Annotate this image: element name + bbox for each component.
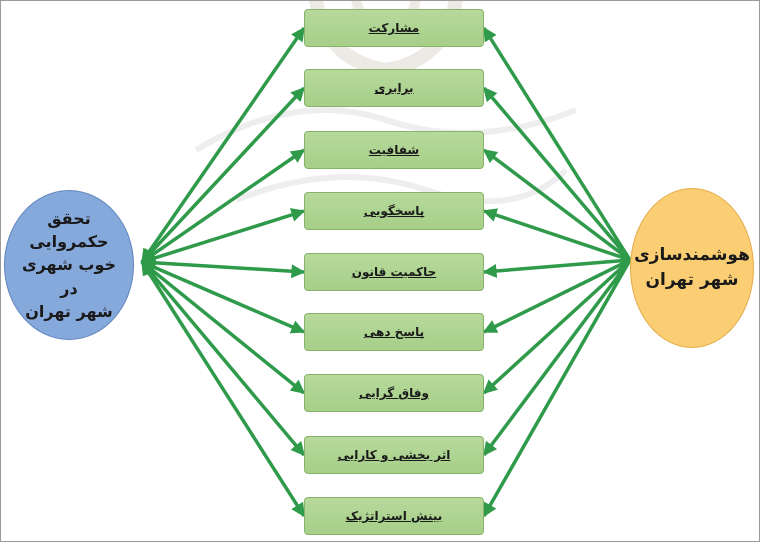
right-connector-arrow xyxy=(482,86,632,262)
node-transparency: شفافیت xyxy=(304,131,484,169)
left-connector-arrow xyxy=(140,260,306,518)
left-connector-arrow xyxy=(140,148,306,264)
node-accountability: پاسخگویی xyxy=(304,192,484,230)
node-label: حاکمیت قانون xyxy=(351,265,437,279)
node-strategic-vision: بینش استراتژیک xyxy=(304,497,484,535)
node-participation: مشارکت xyxy=(304,9,484,47)
right-connector-arrow xyxy=(482,258,631,278)
right-connector-arrow xyxy=(482,148,632,262)
goal-line-2: حکمروایی xyxy=(29,232,109,252)
right-connector-arrow xyxy=(482,258,632,457)
node-effectiveness: اثر بخشی و کارایی xyxy=(304,436,484,474)
left-connector-arrow xyxy=(140,260,306,457)
right-connector-arrow xyxy=(482,208,631,262)
node-label: پاسخگویی xyxy=(363,204,425,218)
right-connector-arrow xyxy=(482,259,632,518)
left-connector-arrow xyxy=(140,26,306,264)
right-connector-arrow xyxy=(482,258,631,334)
node-label: وفاق گرایی xyxy=(359,386,429,400)
smart-city-line-1: هوشمندسازی xyxy=(634,245,750,266)
left-connector-arrow xyxy=(140,260,306,395)
right-connector-arrow xyxy=(482,258,632,395)
goal-line-3: خوب شهری در xyxy=(21,255,117,298)
node-label: مشارکت xyxy=(368,21,420,35)
node-label: بینش استراتژیک xyxy=(345,509,443,523)
node-rule-of-law: حاکمیت قانون xyxy=(304,253,484,291)
smart-city-line-2: شهر تهران xyxy=(645,270,739,290)
goal-line-1: تحقق xyxy=(47,209,91,229)
node-label: اثر بخشی و کارایی xyxy=(337,448,451,462)
node-label: شفافیت xyxy=(368,143,420,157)
node-label: برابری xyxy=(374,81,414,95)
node-consensus: وفاق گرایی xyxy=(304,374,484,412)
node-responsiveness: پاسخ دهی xyxy=(304,313,484,351)
smart-city-ellipse: هوشمندسازی شهر تهران xyxy=(630,188,754,348)
goal-text: تحقق حکمروایی خوب شهری در شهر تهران xyxy=(13,207,125,323)
left-connector-arrow xyxy=(140,208,306,265)
node-label: پاسخ دهی xyxy=(363,325,425,339)
governance-goal-ellipse: تحقق حکمروایی خوب شهری در شهر تهران xyxy=(4,190,134,340)
goal-line-4: شهر تهران xyxy=(25,301,113,321)
left-connector-arrow xyxy=(140,255,306,279)
smart-city-text: هوشمندسازی شهر تهران xyxy=(634,243,750,292)
right-connector-arrow xyxy=(482,26,632,261)
node-equality: برابری xyxy=(304,69,484,107)
